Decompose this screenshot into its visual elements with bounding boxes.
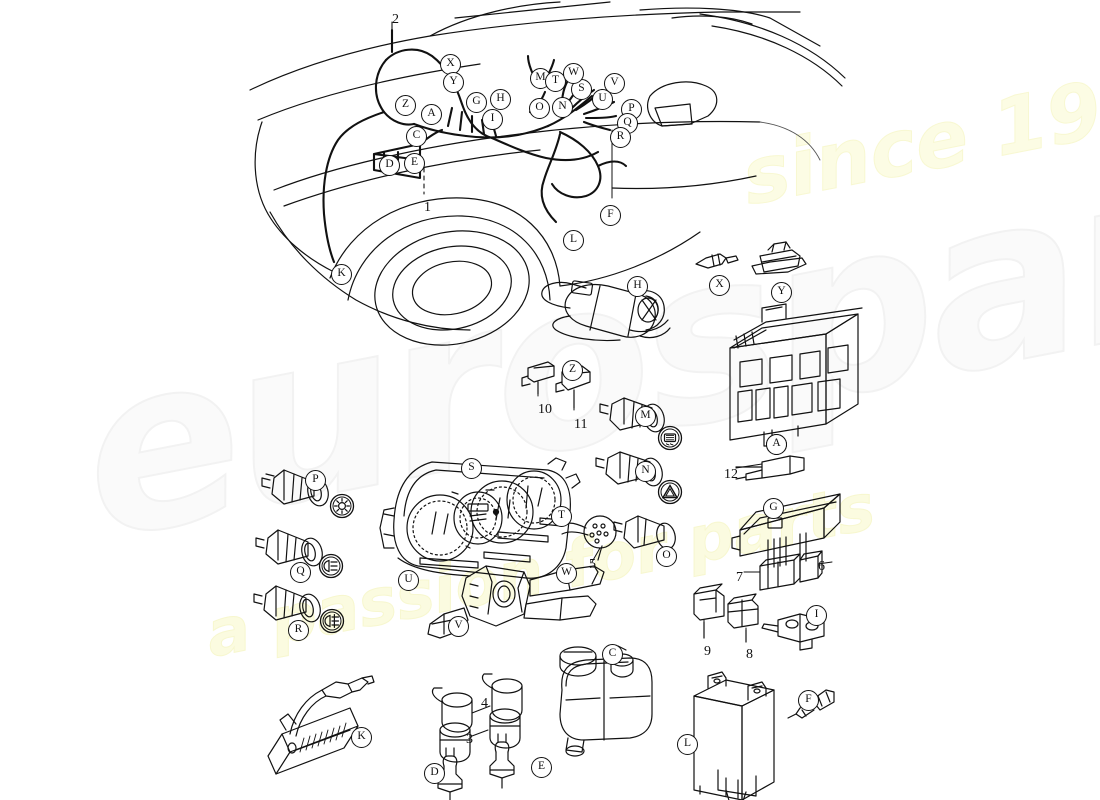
boot-3-left xyxy=(439,722,471,763)
bulb-f xyxy=(787,689,835,719)
leader-6 xyxy=(817,561,833,565)
vehicle-body-outline xyxy=(249,1,846,346)
switch-o xyxy=(613,515,676,550)
boot-3-right xyxy=(489,708,521,749)
control-unit xyxy=(693,671,775,800)
switch-q xyxy=(255,529,323,567)
blade-terminal-12 xyxy=(735,455,805,481)
ignition-lock-cylinder-5 xyxy=(561,515,617,561)
leader-5 xyxy=(591,547,601,563)
fuse-relay-panel xyxy=(729,303,863,447)
connector-housing-8 xyxy=(727,593,759,643)
sensor-x-part xyxy=(695,253,739,269)
switch-n xyxy=(595,451,663,487)
leader-3 xyxy=(471,729,489,737)
washer-reservoir xyxy=(559,645,653,757)
terminal-11 xyxy=(555,365,591,409)
leader-4 xyxy=(471,705,491,714)
wiper-motor-assembly xyxy=(541,280,671,342)
leader-12 xyxy=(735,463,763,469)
switch-m xyxy=(599,397,665,433)
instrument-cluster xyxy=(379,457,581,579)
switch-p xyxy=(261,469,329,507)
pressure-switch-e xyxy=(489,733,515,789)
cap-4-right xyxy=(481,673,523,721)
relay-i xyxy=(761,613,825,651)
switch-r xyxy=(253,585,321,623)
side-marker-lamp xyxy=(267,675,375,775)
connector-housing-9 xyxy=(693,583,725,639)
connector-strip-assembly xyxy=(731,493,841,591)
lamp-y-part xyxy=(751,241,807,275)
